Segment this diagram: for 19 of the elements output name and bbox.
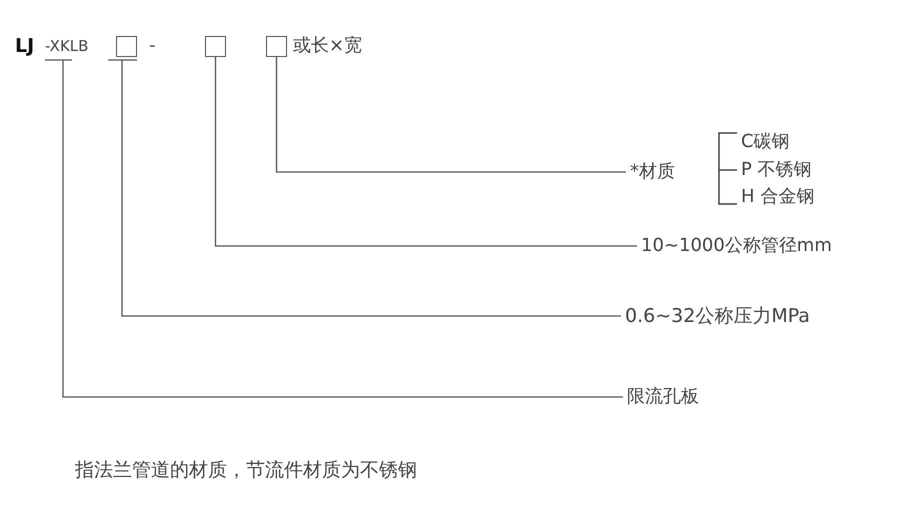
option-label: P 不锈钢 xyxy=(741,159,812,181)
option-label: -XKLB xyxy=(45,35,88,57)
option-label: 限流孔板 xyxy=(627,386,699,408)
leader-line xyxy=(107,59,622,317)
code-prefix: LJ xyxy=(15,35,34,57)
leader-line xyxy=(44,59,624,398)
dash: - xyxy=(149,35,156,57)
blank-box xyxy=(266,36,287,57)
option-label: C碳钢 xyxy=(741,131,790,153)
blank-box xyxy=(205,36,226,57)
note-text: 指法兰管道的材质，节流件材质为不锈钢 xyxy=(75,459,417,481)
leader-line xyxy=(276,57,626,173)
leader-line xyxy=(214,57,637,247)
option-label: 0.6~32公称压力MPa xyxy=(625,305,810,327)
size-note: 或长×宽 xyxy=(293,35,362,57)
blank-box xyxy=(116,36,137,57)
option-label: 10~1000公称管径mm xyxy=(641,235,832,257)
option-label: H 合金钢 xyxy=(741,186,814,208)
option-label: *材质 xyxy=(630,161,675,183)
